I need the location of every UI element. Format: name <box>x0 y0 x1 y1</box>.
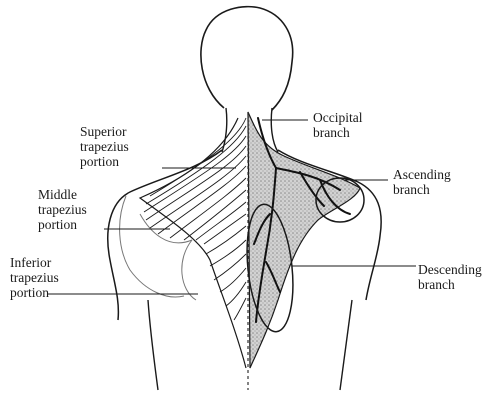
label-occipital-branch: Occipital branch <box>313 110 362 140</box>
label-superior-trapezius: Superior trapezius portion <box>80 124 129 169</box>
label-descending-branch: Descending branch <box>418 262 482 292</box>
label-middle-trapezius: Middle trapezius portion <box>38 187 87 232</box>
left-flank <box>148 300 158 390</box>
right-trapezius-shade <box>248 112 360 368</box>
head-outline <box>201 7 293 110</box>
left-trapezius-fibres <box>144 118 246 320</box>
label-ascending-branch: Ascending branch <box>393 167 451 197</box>
right-flank <box>340 300 352 390</box>
label-inferior-trapezius: Inferior trapezius portion <box>10 255 59 300</box>
neck-right <box>271 108 278 152</box>
left-trapezius-border <box>140 118 246 368</box>
